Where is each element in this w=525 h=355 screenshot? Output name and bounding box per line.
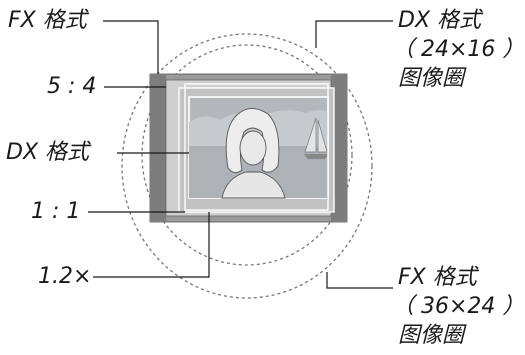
- label-ratio-1-1: 1 : 1: [31, 199, 81, 224]
- label-dx-circle-title: DX 格式: [398, 8, 482, 33]
- leader-fx-circle: [326, 272, 393, 289]
- portrait-face: [239, 130, 267, 166]
- label-crop-1-2x: 1.2×: [38, 264, 92, 289]
- label-fx-circle-size: （ 36×24 ）: [392, 294, 525, 319]
- leader-dx-circle: [315, 20, 393, 48]
- label-dx-format: DX 格式: [6, 140, 90, 165]
- label-fx-format: FX 格式: [8, 8, 87, 33]
- portrait-hair: [225, 108, 280, 173]
- fx-image-circle: [121, 33, 373, 299]
- leader-1-2x: [93, 212, 210, 278]
- label-fx-circle-caption: 图像圈: [398, 323, 465, 348]
- label-dx-circle-caption: 图像圈: [398, 66, 465, 91]
- sailboat: [304, 117, 328, 153]
- fx-frame-left-band: [150, 74, 166, 222]
- label-fx-circle-title: FX 格式: [398, 265, 477, 290]
- sailboat-hull: [304, 154, 329, 159]
- leader-lines: [88, 20, 393, 289]
- portrait-body: [221, 171, 286, 199]
- leader-fx-format: [103, 20, 159, 74]
- fx-frame-right-band: [331, 74, 347, 222]
- dx-image-circle: [141, 44, 353, 266]
- label-dx-circle-size: （ 24×16 ）: [392, 37, 525, 62]
- label-ratio-5-4: 5 : 4: [47, 74, 97, 99]
- frame-1-1: [184, 83, 329, 211]
